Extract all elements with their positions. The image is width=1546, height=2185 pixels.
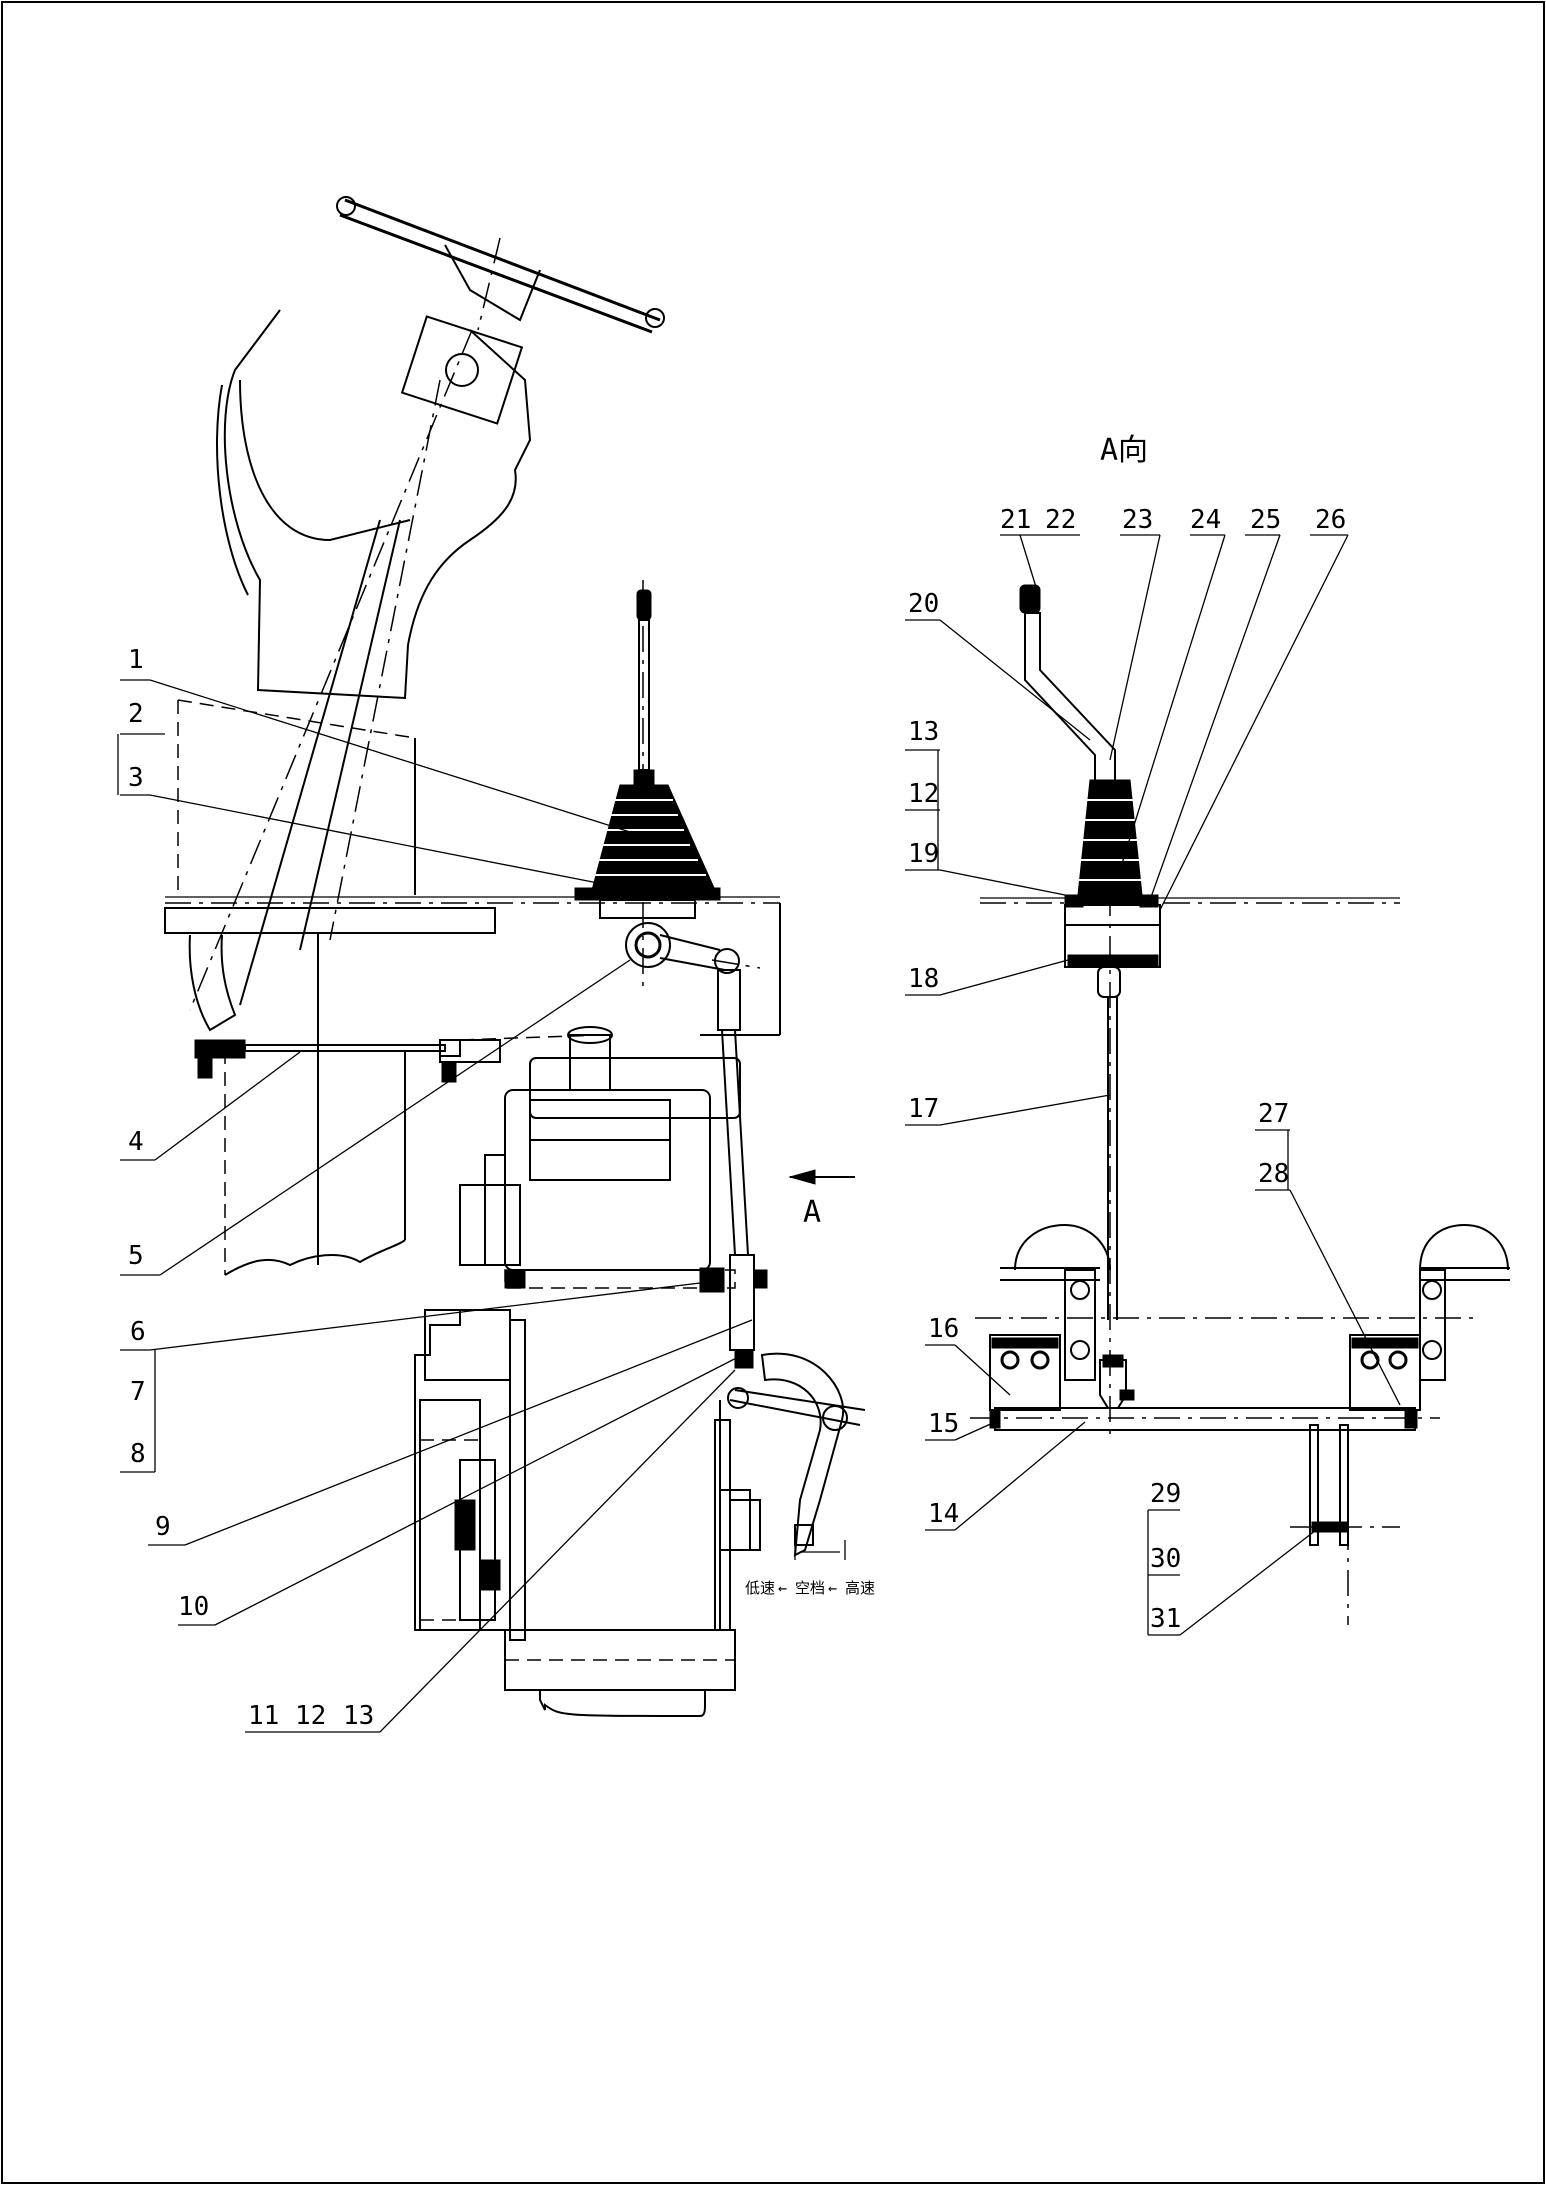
callouts-right: 21 22 23 24 25 26 20 13 12 19 18 17 16 1…	[908, 505, 1346, 1634]
callout-26: 26	[1315, 505, 1346, 535]
view-title: A向	[1100, 433, 1148, 468]
callout-21: 21	[1000, 505, 1031, 535]
speed-arrow-1: ←	[778, 1579, 787, 1597]
callout-25: 25	[1250, 505, 1281, 535]
callout-5: 5	[128, 1241, 144, 1271]
gearbox-body	[414, 1026, 761, 1718]
cab-floor	[164, 699, 781, 1276]
callout-12: 12	[295, 1701, 326, 1731]
callout-10: 10	[178, 1592, 209, 1622]
callout-2: 2	[128, 699, 144, 729]
callout-11: 11	[248, 1701, 279, 1731]
callout-20: 20	[908, 589, 939, 619]
leader-lines-right	[905, 534, 1401, 1636]
shift-lever-left	[574, 580, 761, 990]
direction-label: A	[803, 1195, 821, 1230]
speed-arrow-2: ←	[828, 1579, 837, 1597]
speed-dimension: 低速 ← 空档 ← 高速	[745, 1540, 875, 1597]
callout-7: 7	[130, 1377, 146, 1407]
tie-rod-4	[194, 1034, 601, 1083]
callout-23: 23	[1122, 505, 1153, 535]
callout-13-right: 13	[908, 717, 939, 747]
callout-31: 31	[1150, 1604, 1181, 1634]
crossbar-assembly	[970, 1223, 1510, 1625]
speed-label-low: 低速	[745, 1579, 775, 1597]
callout-16: 16	[928, 1314, 959, 1344]
callout-27: 27	[1258, 1099, 1289, 1129]
callout-12-right: 12	[908, 779, 939, 809]
callout-24: 24	[1190, 505, 1221, 535]
callout-4: 4	[128, 1127, 144, 1157]
callout-3: 3	[128, 763, 144, 793]
callout-17: 17	[908, 1094, 939, 1124]
callouts-left: 1 2 3 4 5 6 7 8 9 10 11 12 13	[128, 645, 374, 1731]
speed-label-neutral: 空档	[795, 1579, 825, 1597]
callout-29: 29	[1150, 1479, 1181, 1509]
callout-1: 1	[128, 645, 144, 675]
right-section-view: A向	[905, 433, 1510, 1636]
callout-19: 19	[908, 839, 939, 869]
callout-18: 18	[908, 964, 939, 994]
callout-13: 13	[343, 1701, 374, 1731]
left-assembly-view: 低速 ← 空档 ← 高速 A	[117, 196, 875, 1733]
steering-wheel	[336, 196, 665, 425]
callout-8: 8	[130, 1439, 146, 1469]
link-rod-left	[717, 969, 749, 1256]
leader-lines-left	[117, 679, 753, 1733]
speed-label-high: 高速	[845, 1579, 875, 1597]
callout-14: 14	[928, 1499, 959, 1529]
lower-column-joint	[188, 934, 237, 1032]
callout-15: 15	[928, 1409, 959, 1439]
callout-28: 28	[1258, 1159, 1289, 1189]
callout-6: 6	[130, 1317, 146, 1347]
callout-9: 9	[155, 1512, 171, 1542]
direction-marker-a: A	[788, 1169, 855, 1230]
callout-30: 30	[1150, 1544, 1181, 1574]
shift-lever-right	[1019, 584, 1161, 1440]
callout-22: 22	[1045, 505, 1076, 535]
shift-bracket-lower	[699, 1254, 866, 1557]
steering-column-housing	[189, 309, 532, 1011]
